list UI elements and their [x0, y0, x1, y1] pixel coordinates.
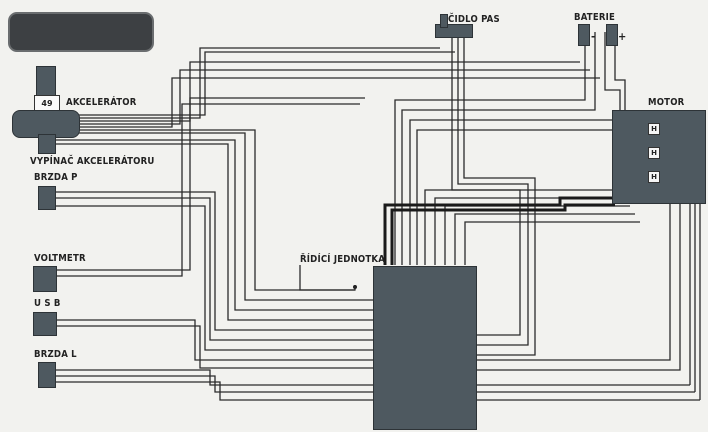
wire [78, 132, 375, 301]
wire [55, 205, 375, 351]
wire [55, 325, 375, 369]
voltmetr-body [33, 266, 57, 292]
battery-minus: - [591, 30, 596, 43]
wire [424, 189, 620, 265]
wire [78, 77, 600, 128]
wire [55, 139, 375, 311]
wire [457, 34, 529, 346]
battery: - + [574, 24, 630, 46]
wire [55, 103, 360, 277]
wire [78, 47, 440, 119]
wire [55, 319, 375, 361]
motor-terminal-2: H [648, 147, 660, 159]
wire [383, 196, 615, 265]
accelerator-box: 49 [34, 95, 60, 111]
wire [55, 143, 375, 321]
wire [464, 221, 640, 265]
brand-logo [8, 12, 154, 52]
battery-cell-left [578, 24, 590, 46]
wire [390, 203, 615, 265]
label-brzda-l: BRZDA L [34, 349, 77, 360]
battery-plus: + [618, 30, 627, 43]
label-vypinac: VYPÍNAČ AKCELERÁTORU [30, 156, 155, 167]
brzda-l-connector [38, 362, 56, 388]
label-akcelerator: AKCELERÁTOR [66, 97, 137, 108]
battery-cell-right [606, 24, 618, 46]
vypinac-switch [38, 134, 56, 154]
label-usb: U S B [34, 298, 61, 309]
wire [55, 197, 375, 341]
wire [299, 265, 356, 291]
label-baterie: BATERIE [574, 12, 616, 23]
motor-terminal-1: H [648, 123, 660, 135]
control-unit [373, 266, 477, 430]
wire [454, 213, 635, 265]
brzda-p-connector [38, 186, 56, 210]
wire [434, 197, 625, 265]
wire [78, 51, 455, 116]
label-ridici-jednotka: ŘÍDÍCÍ JEDNOTKA [300, 254, 386, 265]
wire [401, 32, 596, 265]
label-cidlo-pas: ČIDLO PAS [448, 14, 500, 25]
usb-connector [33, 312, 57, 336]
wire [78, 69, 590, 125]
connector-dot [353, 285, 357, 289]
wire [394, 32, 586, 265]
wire [416, 32, 626, 265]
wire [444, 205, 630, 265]
cidlo-pas-stem [440, 14, 448, 28]
wire [55, 97, 365, 271]
label-brzda-p: BRZDA P [34, 172, 78, 183]
wire [475, 183, 681, 371]
wire [55, 191, 375, 331]
wire [409, 32, 621, 265]
motor-terminal-3: H [648, 171, 660, 183]
wire [78, 129, 355, 291]
wire [78, 61, 580, 122]
accelerator-top [36, 66, 56, 96]
label-motor: MOTOR [648, 97, 685, 108]
label-voltmetr: VOLTMETR [34, 253, 86, 264]
